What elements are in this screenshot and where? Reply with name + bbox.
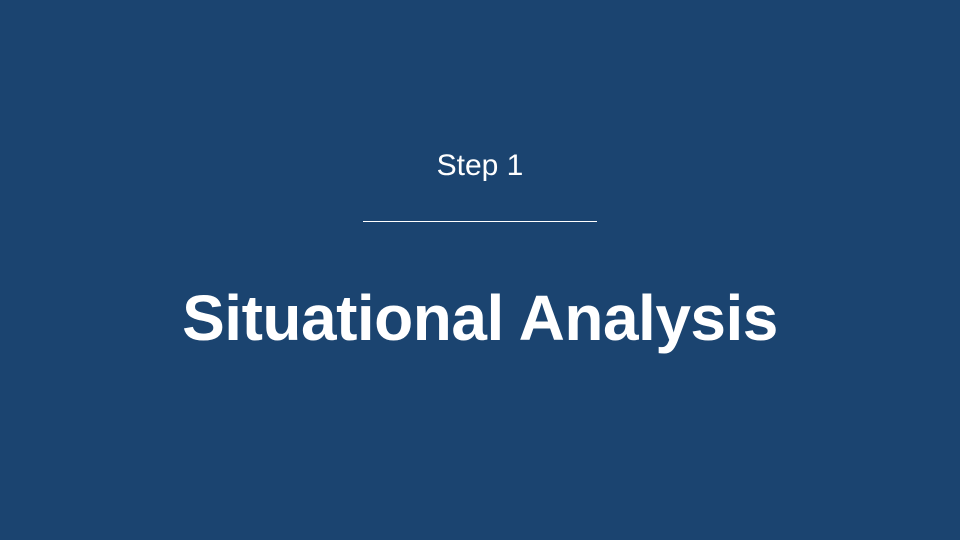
step-label: Step 1 bbox=[436, 149, 524, 182]
title-divider bbox=[363, 221, 597, 222]
slide-title: Situational Analysis bbox=[182, 282, 778, 354]
